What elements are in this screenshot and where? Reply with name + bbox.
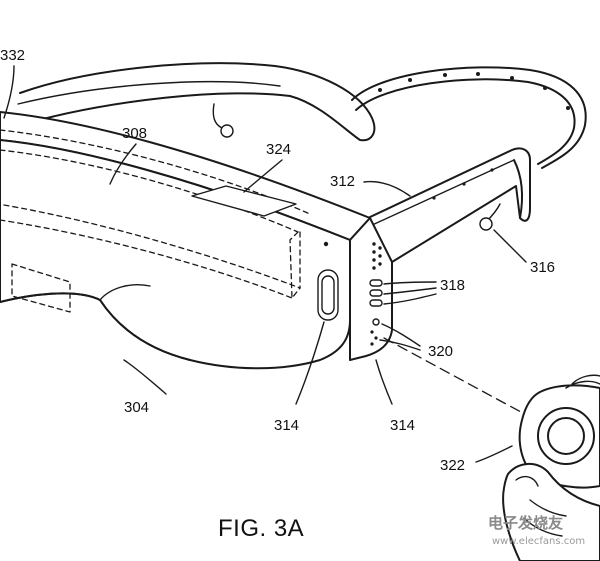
- ref-320: 320: [428, 343, 453, 360]
- hand: [502, 463, 600, 561]
- headset-main-body: [0, 111, 393, 370]
- side-button-314: [317, 241, 339, 321]
- sensors-320: [370, 318, 380, 346]
- reference-numerals: 332 308 324 312 316 318 320 304 314 314 …: [0, 47, 555, 474]
- watermark: 电子发烧友 www.elecfans.com: [488, 514, 585, 547]
- ref-316: 316: [530, 259, 555, 276]
- buttons-318: [369, 279, 383, 307]
- far-earphone: [212, 103, 234, 138]
- watermark-url: www.elecfans.com: [492, 536, 585, 547]
- wireless-link-line: [383, 337, 533, 419]
- ref-314-left: 314: [274, 417, 299, 434]
- ref-308: 308: [122, 125, 147, 142]
- internal-display-outline: [0, 129, 311, 299]
- ref-332: 332: [0, 47, 25, 64]
- top-component-324: [191, 185, 297, 217]
- ref-304: 304: [124, 399, 149, 416]
- near-earphone: [479, 203, 501, 231]
- near-temple-arm: [367, 147, 531, 263]
- figure-caption: FIG. 3A: [218, 515, 304, 542]
- ref-322: 322: [440, 457, 465, 474]
- ref-312: 312: [330, 173, 355, 190]
- ref-324: 324: [266, 141, 291, 158]
- side-grille: [372, 242, 382, 270]
- watermark-text: 电子发烧友: [488, 514, 563, 532]
- front-dashed-box: [11, 263, 71, 313]
- head-strap: [351, 66, 587, 169]
- far-temple-arm: [9, 62, 376, 142]
- leader-lines: [3, 65, 527, 463]
- ref-318: 318: [440, 277, 465, 294]
- ref-314-right: 314: [390, 417, 415, 434]
